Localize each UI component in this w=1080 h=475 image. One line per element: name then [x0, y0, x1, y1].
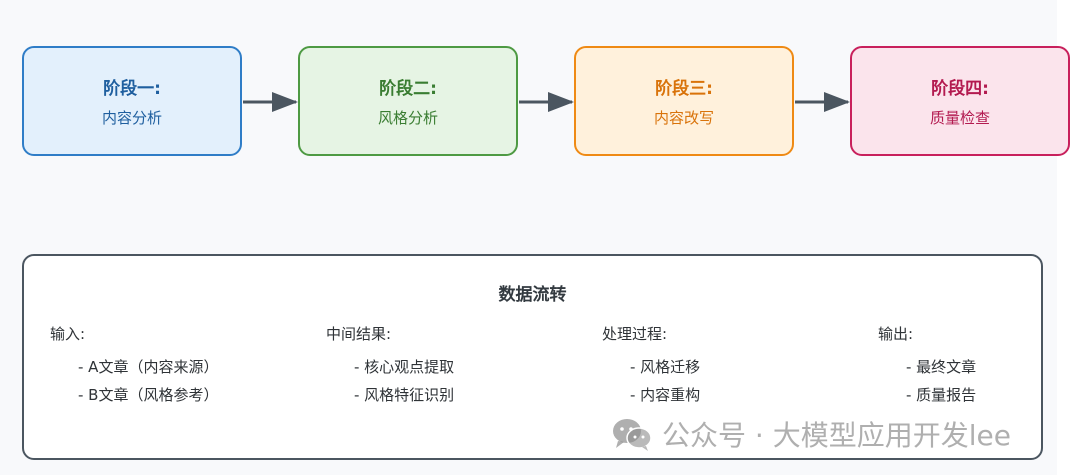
wechat-icon — [613, 419, 652, 451]
column-heading: 中间结果: — [326, 325, 392, 343]
list-item: - B文章（风格参考） — [78, 386, 219, 404]
list-item: - 最终文章 — [906, 358, 977, 376]
stage-2-title: 阶段二: — [379, 79, 437, 99]
column-heading: 输出: — [878, 325, 914, 343]
list-item: - 风格特征识别 — [354, 386, 455, 404]
stage-3-subtitle: 内容改写 — [653, 109, 714, 127]
data-flow-title: 数据流转 — [498, 285, 567, 305]
column-heading: 输入: — [50, 325, 86, 343]
list-item: - A文章（内容来源） — [78, 358, 219, 376]
watermark: 公众号 · 大模型应用开发lee — [612, 414, 1011, 454]
stage-1-box: 阶段一: 内容分析 — [22, 46, 242, 156]
stage-3-title: 阶段三: — [655, 79, 713, 99]
arrow-2-3-head — [548, 92, 574, 112]
stage-1-subtitle: 内容分析 — [101, 109, 162, 127]
list-item: - 内容重构 — [630, 386, 701, 404]
stage-2-subtitle: 风格分析 — [377, 109, 438, 127]
stage-4-subtitle: 质量检查 — [929, 109, 990, 127]
flow-column-input: 输入: - A文章（内容来源） - B文章（风格参考） — [50, 323, 218, 409]
stage-connectors — [243, 92, 850, 112]
flow-column-process: 处理过程: - 风格迁移 - 内容重构 — [602, 323, 700, 409]
stage-3-box: 阶段三: 内容改写 — [574, 46, 794, 156]
arrow-1-2-head — [272, 92, 298, 112]
data-flow-panel: 数据流转 输入: - A文章（内容来源） - B文章（风格参考） 中间结果: -… — [22, 254, 1043, 460]
stage-4-box: 阶段四: 质量检查 — [850, 46, 1070, 156]
list-item: - 核心观点提取 — [354, 358, 455, 376]
watermark-text: 公众号 · 大模型应用开发lee — [662, 419, 1011, 452]
list-item: - 风格迁移 — [630, 358, 701, 376]
stage-2-box: 阶段二: 风格分析 — [298, 46, 518, 156]
flow-column-intermediate: 中间结果: - 核心观点提取 - 风格特征识别 — [326, 323, 454, 409]
column-heading: 处理过程: — [602, 325, 668, 343]
list-item: - 质量报告 — [906, 386, 977, 404]
arrow-3-4-head — [824, 92, 850, 112]
stage-1-title: 阶段一: — [103, 79, 161, 99]
diagram-canvas: 阶段一: 内容分析 阶段二: 风格分析 阶段三: 内容改写 阶段四: 质量检查 … — [22, 46, 1070, 460]
stage-4-title: 阶段四: — [931, 79, 989, 99]
flow-column-output: 输出: - 最终文章 - 质量报告 — [878, 323, 976, 409]
